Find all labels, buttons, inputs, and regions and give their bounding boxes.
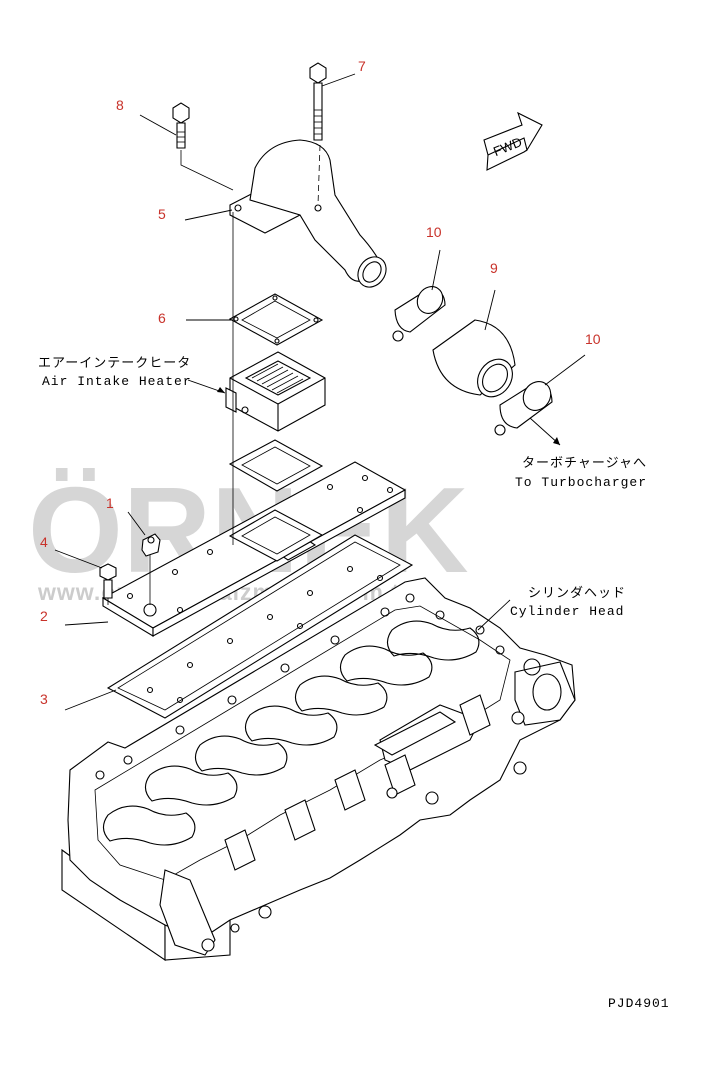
gasket-3-holes	[146, 565, 384, 704]
cylinder-head-label-jp: シリンダヘッド	[528, 586, 626, 601]
callout-3: 3	[40, 691, 48, 707]
leader-4	[54, 549, 103, 569]
rocker-levers	[224, 694, 491, 871]
text-labels: エアーインテークヒータ Air Intake Heater ターボチャージャへ …	[38, 356, 670, 1011]
elbow-5-body	[249, 139, 381, 282]
callout-9: 9	[490, 260, 498, 276]
leader-1	[127, 511, 146, 536]
hose-9	[432, 319, 516, 398]
chamber-1	[102, 805, 196, 846]
leader-9	[484, 289, 496, 331]
plug-1	[141, 533, 161, 557]
bolt-7-hidden-line	[317, 144, 321, 206]
turbo-label-jp: ターボチャージャへ	[522, 456, 647, 471]
intake-elbow-5	[229, 139, 387, 288]
chamber-7	[386, 620, 480, 661]
gasket-6-inner	[241, 300, 311, 339]
head-outline	[67, 577, 576, 941]
hose-clamp-10-upper	[392, 286, 446, 342]
heater-element	[244, 360, 312, 396]
turbo-label-en: To Turbocharger	[515, 475, 647, 490]
leader-3	[64, 689, 117, 711]
end-flange	[514, 661, 576, 726]
gasket-6-outline	[228, 293, 324, 346]
front-bracket	[159, 869, 216, 956]
chamber-4	[244, 705, 338, 746]
head-bolt-holes	[95, 593, 505, 780]
bolt-4	[99, 563, 117, 599]
turbo-arrow-head	[553, 437, 560, 445]
callout-4: 4	[40, 534, 48, 550]
clamp-screw-lower	[494, 424, 506, 436]
gasket-3-outline	[106, 534, 414, 719]
heater-label-jp: エアーインテークヒータ	[38, 356, 191, 371]
fwd-arrow-shape	[483, 111, 543, 156]
leader-2	[64, 621, 109, 626]
callout-7: 7	[358, 58, 366, 74]
cylinder-head-label-en: Cylinder Head	[510, 604, 624, 619]
callout-10-upper: 10	[426, 224, 442, 240]
bolt-7	[309, 62, 327, 141]
head-deck	[94, 605, 511, 881]
gasket-3	[106, 534, 414, 719]
callout-8: 8	[116, 97, 124, 113]
gasket-6	[228, 293, 324, 346]
callout-2: 2	[40, 608, 48, 624]
leader-10-lower	[544, 354, 586, 386]
valve-chambers	[102, 620, 480, 846]
callouts: 7 8 5 6 10 9 10 1 4 2 3	[40, 58, 601, 707]
square-gasket-lower	[228, 509, 324, 562]
drawing-code: PJD4901	[608, 996, 670, 1011]
callout-10-lower: 10	[585, 331, 601, 347]
leader-7	[321, 73, 356, 87]
end-flange-port	[532, 673, 562, 711]
air-intake-heater	[225, 351, 326, 432]
leader-5	[184, 209, 233, 221]
heater-label-en: Air Intake Heater	[42, 374, 192, 389]
bolt-8	[172, 102, 190, 149]
flange-plug	[523, 658, 541, 676]
bolt-8-path	[180, 150, 234, 191]
leader-cylinder-head	[477, 599, 511, 631]
fwd-arrow: FWD	[483, 111, 543, 171]
chamber-6	[339, 645, 433, 686]
square-gasket-middle	[228, 439, 324, 492]
callout-1: 1	[106, 495, 114, 511]
head-nuts	[201, 711, 527, 952]
manifold-cover	[373, 711, 457, 756]
plate-2-holes	[126, 474, 394, 614]
leader-lines	[54, 73, 586, 711]
chamber-3	[194, 735, 288, 776]
heater-coils	[251, 363, 304, 394]
chamber-2	[144, 765, 238, 806]
callout-5: 5	[158, 206, 166, 222]
cylinder-head	[61, 577, 576, 962]
chamber-5	[294, 675, 388, 716]
callout-6: 6	[158, 310, 166, 326]
manifold-boss	[379, 704, 481, 771]
gasket-3-inner	[117, 541, 401, 711]
elbow-5-outlet	[357, 256, 387, 288]
leader-8	[139, 114, 177, 136]
hose-clamp-10-lower	[494, 381, 553, 436]
clamp-screw-upper	[392, 330, 404, 342]
leader-10-upper	[431, 249, 441, 291]
